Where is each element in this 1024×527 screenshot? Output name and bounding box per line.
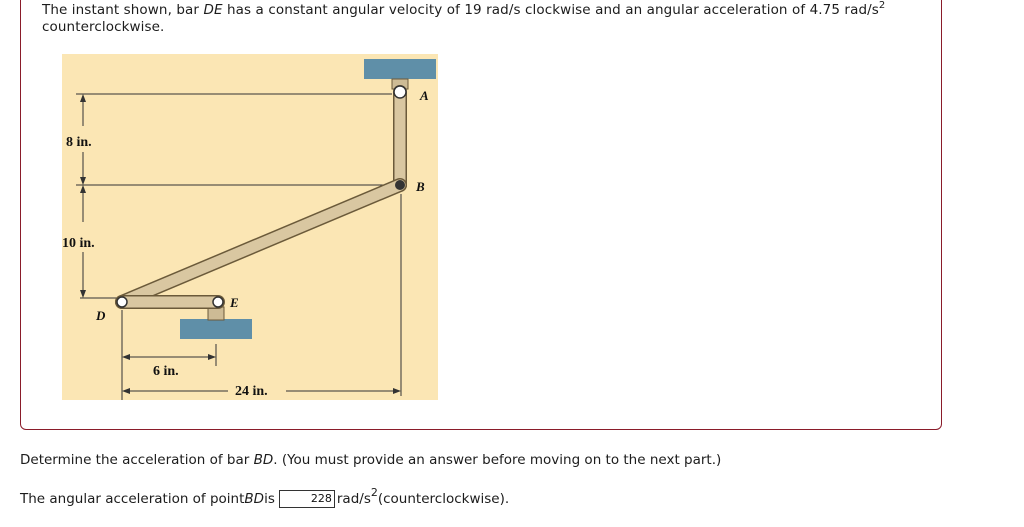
mechanism-figure: A B D E 8 in. 10 in. 6 in. 24 in. — [62, 54, 438, 400]
dimension-arrows — [80, 94, 401, 394]
answer-subject: BD — [244, 490, 265, 507]
answer-row: The angular acceleration of point BD is … — [20, 487, 510, 508]
pin-e — [212, 296, 224, 308]
question-post: . (You must provide an answer before mov… — [273, 452, 722, 468]
unit-exponent: 2 — [370, 485, 378, 499]
pins — [116, 85, 407, 308]
answer-is: is — [264, 490, 275, 507]
question-pre: Determine the acceleration of bar — [20, 452, 254, 468]
answer-direction: (counterclockwise). — [377, 490, 510, 507]
unit-text: rad/s — [336, 490, 371, 507]
mechanism-diagram: A B D E 8 in. 10 in. 6 in. 24 in. — [62, 54, 438, 400]
label-b: B — [415, 179, 425, 194]
problem-panel — [20, 0, 942, 430]
pin-a — [393, 85, 407, 99]
answer-pre: The angular acceleration of point — [20, 490, 245, 507]
prompt-line1-pre: The instant shown, bar — [42, 2, 204, 18]
prompt-line1-post: has a constant angular velocity of 19 ra… — [222, 2, 879, 18]
question-bar: BD — [253, 452, 274, 468]
dim-8-in: 8 in. — [66, 135, 92, 150]
answer-input[interactable]: 228 — [278, 490, 335, 508]
label-a: A — [419, 88, 429, 103]
support-e — [180, 319, 252, 339]
dim-24-in: 24 in. — [235, 384, 268, 399]
question-text: Determine the acceleration of bar BD. (Y… — [20, 452, 721, 469]
support-a — [364, 59, 436, 79]
figure-background — [62, 54, 438, 400]
problem-statement: The instant shown, bar DE has a constant… — [42, 0, 922, 36]
dim-10-in: 10 in. — [62, 236, 95, 251]
answer-unit: rad/s2 — [336, 487, 378, 508]
bar-bd — [116, 179, 406, 308]
prompt-bar-name: DE — [203, 2, 223, 18]
dim-6-in: 6 in. — [153, 364, 179, 379]
label-e: E — [229, 295, 239, 310]
dimension-lines — [76, 93, 402, 400]
pin-d — [116, 296, 128, 308]
prompt-exponent: 2 — [878, 0, 886, 11]
pin-b — [395, 180, 405, 190]
label-d: D — [95, 308, 106, 323]
prompt-line2: counterclockwise. — [42, 19, 165, 35]
